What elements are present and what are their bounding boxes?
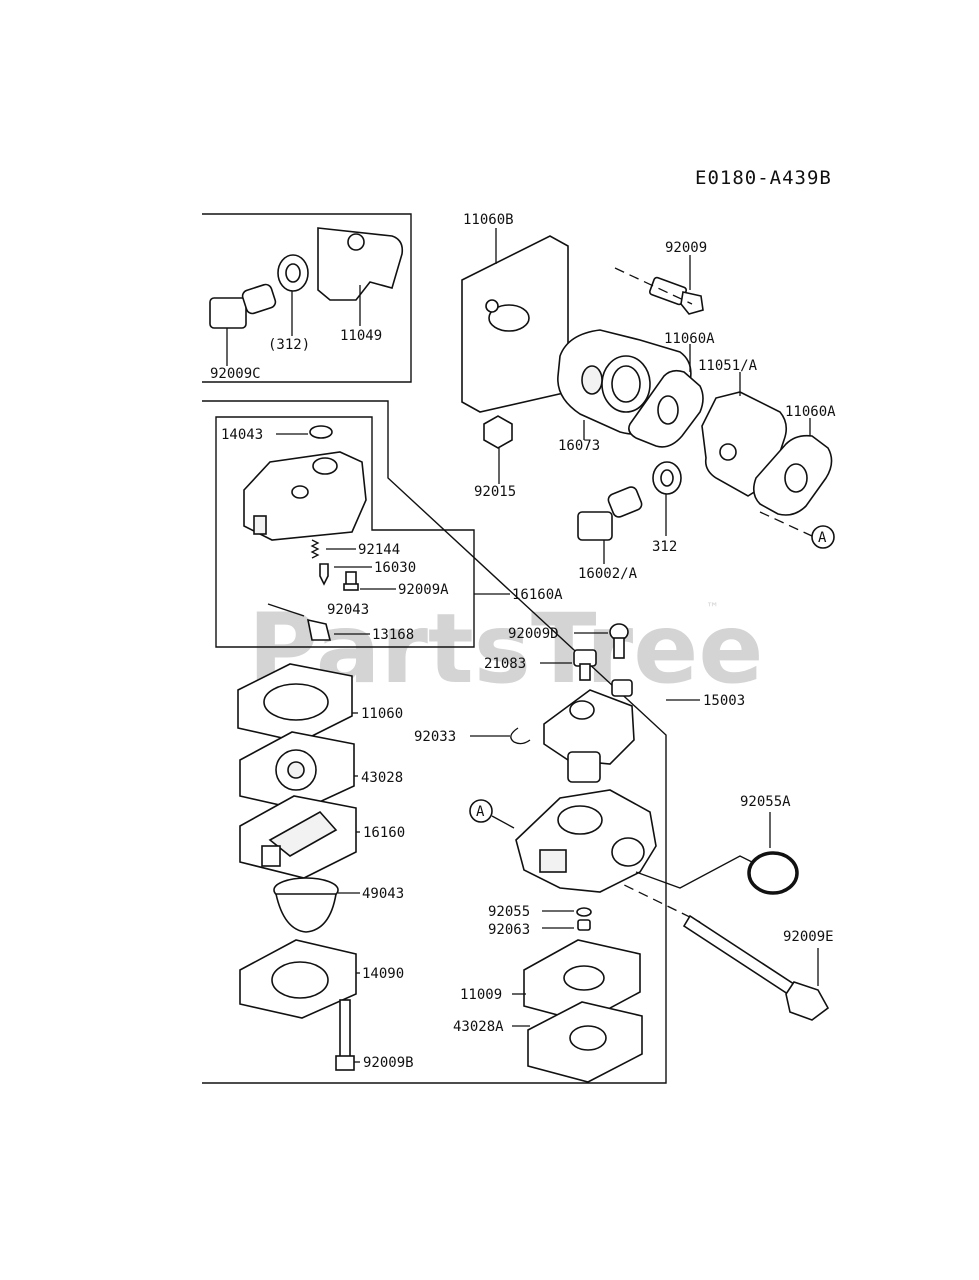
label-11060B: 11060B: [463, 212, 514, 228]
cover-16160: [239, 795, 360, 879]
spring-92144: [310, 539, 356, 559]
adjuster-group-box: [202, 213, 412, 383]
primer-bulb-49043: [273, 877, 360, 933]
svg-text:A: A: [818, 530, 827, 546]
sub-assembly-box: [215, 416, 475, 648]
label-92055: 92055: [488, 904, 530, 920]
assembly-line-right: [759, 511, 813, 537]
label-312-paren: (312): [268, 337, 310, 353]
pin-92043: [267, 603, 305, 617]
needle-16030: [319, 563, 372, 586]
bolt-92009E: [682, 914, 830, 1021]
bolt-92009: [648, 255, 704, 315]
diaphragm-14043: [276, 425, 333, 439]
label-49043: 49043: [362, 886, 404, 902]
label-14090: 14090: [362, 966, 404, 982]
callout-marker-a-top: A: [811, 525, 835, 549]
label-92009E: 92009E: [783, 929, 834, 945]
gasket-11060B: [461, 228, 569, 413]
filter-92063: [542, 919, 591, 931]
label-312: 312: [652, 539, 677, 555]
label-16073: 16073: [558, 438, 600, 454]
label-92015: 92015: [474, 484, 516, 500]
o-ring-92055: [542, 907, 592, 917]
lever-13168: [306, 618, 370, 641]
gasket-11009: [512, 939, 641, 1023]
label-16160A: 16160A: [512, 587, 563, 603]
screw-92009D: [574, 623, 629, 659]
nut-92015: [483, 415, 513, 484]
assembly-line-bolt: [609, 877, 701, 923]
gasket-11060A-second: [752, 418, 833, 516]
diaphragm-43028: [239, 731, 358, 811]
label-92063: 92063: [488, 922, 530, 938]
diagram-code: E0180-A439B: [695, 167, 832, 189]
carburetor-body-15003: [515, 699, 700, 893]
label-16002A: 16002/A: [578, 566, 638, 582]
label-11060A-first: 11060A: [664, 331, 715, 347]
label-92009A: 92009A: [398, 582, 449, 598]
label-15003: 15003: [703, 693, 745, 709]
label-11060: 11060: [361, 706, 403, 722]
label-92033: 92033: [414, 729, 456, 745]
label-21083: 21083: [484, 656, 526, 672]
callout-marker-a-body: A: [469, 799, 515, 829]
label-11009: 11009: [460, 987, 502, 1003]
nut-312: [652, 461, 682, 536]
gasket-11060A-first: [628, 344, 704, 448]
label-11051A: 11051/A: [698, 358, 758, 374]
circlip-92033: [470, 727, 531, 745]
assembly-line-top: [614, 267, 693, 305]
screw-92009C: [209, 283, 277, 366]
pump-body: [243, 451, 367, 541]
label-16030: 16030: [374, 560, 416, 576]
label-92043: 92043: [327, 602, 369, 618]
label-11060A-second: 11060A: [785, 404, 836, 420]
gasket-11060: [237, 663, 358, 743]
o-ring-92055A: [635, 812, 799, 895]
label-92055A: 92055A: [740, 794, 791, 810]
stud-16002A: [577, 486, 643, 564]
nut-312-paren: [277, 254, 309, 336]
part-labels: 11060B 92009 11060A 11051/A 11060A 92015…: [210, 212, 836, 1071]
label-14043: 14043: [221, 427, 263, 443]
label-43028A: 43028A: [453, 1019, 504, 1035]
label-92009C: 92009C: [210, 366, 261, 382]
label-43028: 43028: [361, 770, 403, 786]
watermark-trademark: ™: [706, 601, 719, 616]
label-92009B: 92009B: [363, 1055, 414, 1071]
label-16160: 16160: [363, 825, 405, 841]
cover-14090: [239, 939, 360, 1019]
label-11049: 11049: [340, 328, 382, 344]
label-92144: 92144: [358, 542, 400, 558]
screw-92009B: [335, 999, 360, 1071]
screw-92009A: [343, 571, 396, 591]
label-92009D: 92009D: [508, 626, 559, 642]
fitting-21083: [540, 649, 597, 681]
bracket-11049: [317, 227, 404, 326]
label-13168: 13168: [372, 627, 414, 643]
label-92009: 92009: [665, 240, 707, 256]
svg-text:A: A: [476, 804, 485, 820]
carburetor-assembly-box: [202, 400, 667, 1084]
pump-housing: [543, 679, 635, 783]
diaphragm-43028A: [512, 1001, 643, 1083]
